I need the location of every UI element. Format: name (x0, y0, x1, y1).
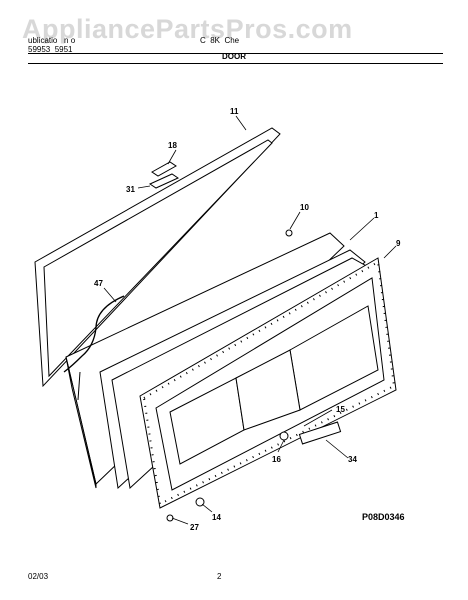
callout-31: 31 (126, 185, 135, 194)
page-title: DOOR (222, 52, 246, 61)
watermark-logo: AppliancePartsPros.com (22, 14, 353, 44)
callout-15: 15 (336, 405, 345, 414)
diagram-id: P08D0346 (362, 512, 405, 522)
footer-page-number: 2 (217, 572, 222, 581)
model-label: C 8K Che (200, 36, 240, 45)
liner-center-panel (235, 349, 301, 431)
handle-part-18 (151, 161, 177, 177)
header-rule-top (28, 53, 443, 54)
callout-16: 16 (272, 455, 281, 464)
callout-27: 27 (190, 523, 199, 532)
footer-date: 02/03 (28, 572, 49, 581)
model-numbers: 59953 5951 (28, 45, 73, 54)
liner-screw-row (143, 260, 396, 506)
publication-label: ublicatio n o (28, 36, 76, 45)
callout-1: 1 (374, 211, 379, 220)
hinge-part-34 (298, 421, 342, 445)
gasket-part-11-inner (43, 139, 273, 378)
callout-9: 9 (396, 239, 401, 248)
callout-14: 14 (212, 513, 221, 522)
handle-base-part-31 (148, 173, 180, 189)
callout-47: 47 (94, 279, 103, 288)
callout-11: 11 (230, 107, 239, 116)
screw-part-16 (279, 431, 289, 441)
outer-door-panel-side (65, 356, 97, 489)
callout-18: 18 (168, 141, 177, 150)
header-rule-bottom (28, 63, 443, 64)
wire-part-47 (63, 295, 125, 373)
callout-10: 10 (300, 203, 309, 212)
plug-part-10 (285, 229, 293, 237)
callout-34: 34 (348, 455, 357, 464)
